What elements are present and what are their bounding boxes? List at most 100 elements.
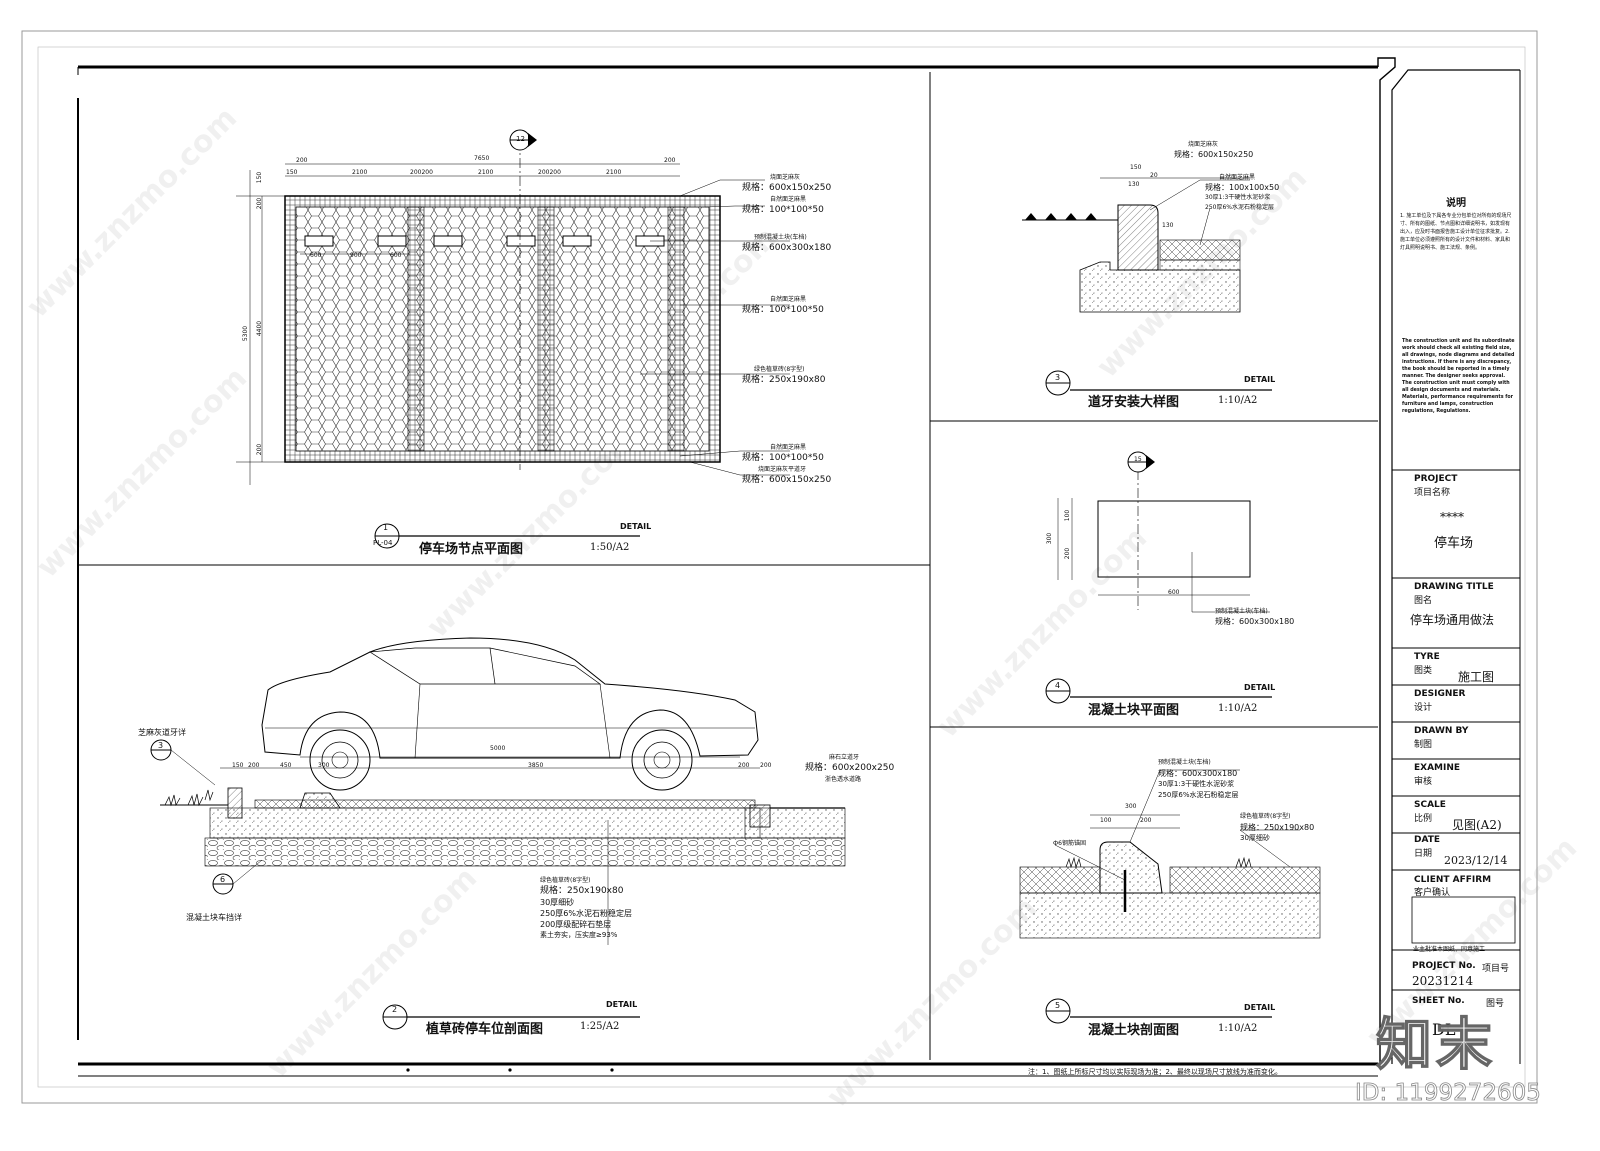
sheet-no-label-cn: 图号 [1486, 999, 1505, 1009]
dim-text: 2100 [606, 169, 622, 176]
material-name: 烧面芝麻灰 [1188, 141, 1219, 148]
dim-text: 7650 [474, 155, 490, 162]
plan-callouts: 自然面芝麻黑 规格：100*100*50 [742, 294, 824, 316]
material-name: 绿色植草砖(8字型) [754, 366, 805, 373]
material-spec: 规格：100*100*50 [742, 453, 824, 463]
layer-label: 素土夯实，压实度≥93% [540, 931, 618, 939]
dim-text: 150 [256, 171, 264, 184]
drawing-scale: 1:50/A2 [590, 542, 630, 553]
project-label-en: PROJECT [1414, 474, 1458, 484]
dim-text: 150 [1130, 164, 1142, 171]
material-spec: 规格：250x190x80 [742, 375, 826, 385]
dim-text: 2100 [352, 169, 368, 176]
dim-text: 200 [1064, 547, 1072, 560]
project-label-cn: 项目名称 [1414, 488, 1451, 498]
material-spec: 规格：100x100x50 [1205, 183, 1280, 192]
layer-label: 30厚细砂 [1240, 834, 1270, 842]
drawing-title-label-en: DRAWING TITLE [1414, 582, 1494, 592]
layer-label: 30厚1:3干硬性水泥砂浆 [1158, 780, 1235, 788]
curb-detail-callouts: 烧面芝麻灰 规格：600x150x250 [1174, 140, 1253, 160]
dim-text: 200 [760, 762, 772, 769]
block-plan-callouts: 预制混凝土块(车档) 规格：600x300x180 [1215, 607, 1294, 627]
layer-callouts: 绿色植草砖(8字型) 规格：250x190x80 30厚细砂 250厚6%水泥石… [540, 875, 632, 941]
drawing-scale: 1:10/A2 [1218, 703, 1258, 714]
type-label-en: TYRE [1414, 652, 1440, 662]
sheet-no-label-en: SHEET No. [1412, 996, 1465, 1006]
dim-text: 150 [286, 169, 298, 176]
material-spec: 规格：600x150x250 [1174, 150, 1254, 159]
dim-text: 20 [1150, 172, 1158, 179]
material-spec: 规格：250x190x80 [1240, 823, 1315, 832]
date-label-en: DATE [1414, 835, 1441, 845]
footer-note: 注：1、图纸上所标尺寸均以实际现场为准；2、最终以现场尺寸放线为准而变化。 [1028, 1068, 1282, 1076]
curb-callouts: 麻石立道牙 规格：600x200x250 浙色透水道路 [805, 752, 894, 785]
material-name: 烧面芝麻灰 [770, 174, 801, 181]
layer-label: 30厚1:3干硬性水泥砂浆 [1205, 194, 1271, 201]
block-section [1019, 769, 1321, 1024]
dim-text: 300 [1046, 532, 1054, 545]
type-label-cn: 图类 [1414, 666, 1433, 676]
dim-text: 900 [350, 252, 362, 259]
drawing-title: 植草砖停车位剖面图 [426, 1022, 544, 1037]
detail-label: DETAIL [620, 522, 652, 531]
client-label-en: CLIENT AFFIRM [1414, 875, 1492, 885]
material-spec: 规格：600x150x250 [742, 475, 832, 485]
drawing-number: 1 [383, 523, 389, 532]
material-spec: 规格：100*100*50 [742, 205, 824, 215]
layer-label: 250厚6%水泥石粉稳定层 [1158, 791, 1239, 799]
drawing-number: 5 [1055, 1001, 1061, 1010]
dim-text: 5300 [242, 325, 250, 342]
layer-label: 30厚细砂 [540, 898, 575, 907]
block-ref-label: 混凝土块车挡详 [186, 913, 242, 922]
dim-text: 4400 [256, 320, 264, 337]
sheet-ref: PL-04 [373, 539, 393, 547]
block-section-callouts: 绿色植草砖(8字型) 规格：250x190x80 30厚细砂 [1240, 811, 1314, 844]
plan-callouts: 烧面芝麻灰 规格：600x150x250 自然面芝麻黑 规格：100*100*5… [742, 172, 831, 216]
project-no-label-en: PROJECT No. [1412, 961, 1476, 971]
material-spec: 规格：600x300x180 [1158, 769, 1238, 778]
layer-label: 规格：250x190x80 [540, 886, 624, 896]
curb-ref-label: 芝麻灰道牙详 [138, 728, 186, 737]
material-name: 预制混凝土块(车档) [1215, 608, 1268, 615]
material-spec: 规格：600x300x180 [1215, 617, 1295, 626]
notes-title: 说明 [1446, 198, 1466, 209]
designer-label-cn: 设计 [1414, 703, 1433, 713]
layer-label: 250厚6%水泥石粉稳定层 [540, 909, 632, 918]
drawing-title: 停车场节点平面图 [419, 542, 524, 557]
dim-text: 300 [1125, 803, 1137, 810]
date-value: 2023/12/14 [1444, 854, 1508, 867]
dim-text: 130 [1162, 222, 1174, 229]
layer-label: 200厚级配碎石垫层 [540, 920, 612, 929]
drawing-title: 道牙安装大样图 [1088, 395, 1180, 410]
client-note: 业主批准本图纸，同意施工 [1413, 946, 1486, 953]
material-spec: 规格：600x300x180 [742, 243, 832, 253]
material-name: 自然面芝麻黑 [770, 196, 807, 203]
drawing-title-value: 停车场通用做法 [1410, 613, 1495, 627]
material-name: 绿色植草砖(8字型) [1240, 813, 1291, 820]
dim-text: 450 [280, 762, 292, 769]
material-name: 麻石立道牙 [829, 754, 860, 761]
dim-text: 600 [1168, 589, 1180, 596]
plan-callouts: 预制混凝土块(车档) 规格：600x300x180 [742, 232, 831, 254]
detail-label: DETAIL [1244, 375, 1276, 384]
dim-text: 200 [248, 762, 260, 769]
drawing-scale: 1:10/A2 [1218, 395, 1258, 406]
drawing-number: 4 [1055, 681, 1061, 690]
project-no-label-cn: 项目号 [1482, 964, 1510, 974]
drawing-scale: 1:25/A2 [580, 1021, 620, 1032]
curb-detail [1022, 177, 1272, 396]
client-label-cn: 客户确认 [1414, 888, 1451, 898]
dim-text: 130 [1128, 181, 1140, 188]
curb-detail-callouts: 自然面芝麻黑 规格：100x100x50 30厚1:3干硬性水泥砂浆 250厚6… [1205, 173, 1279, 213]
date-label-cn: 日期 [1414, 849, 1433, 859]
rebar-label: Ф6钢筋锚固 [1053, 840, 1086, 847]
drawing-title: 混凝土块平面图 [1088, 703, 1180, 718]
examine-label-cn: 审核 [1414, 777, 1433, 787]
material-name: 烧面芝麻灰平道牙 [758, 466, 807, 473]
drawing-title: 混凝土块剖面图 [1088, 1023, 1180, 1038]
material-name: 自然面芝麻黑 [770, 444, 807, 451]
material-name: 自然面芝麻黑 [1219, 174, 1256, 181]
project-no-value: 20231214 [1412, 974, 1474, 988]
drawn-label-cn: 制图 [1414, 740, 1433, 750]
